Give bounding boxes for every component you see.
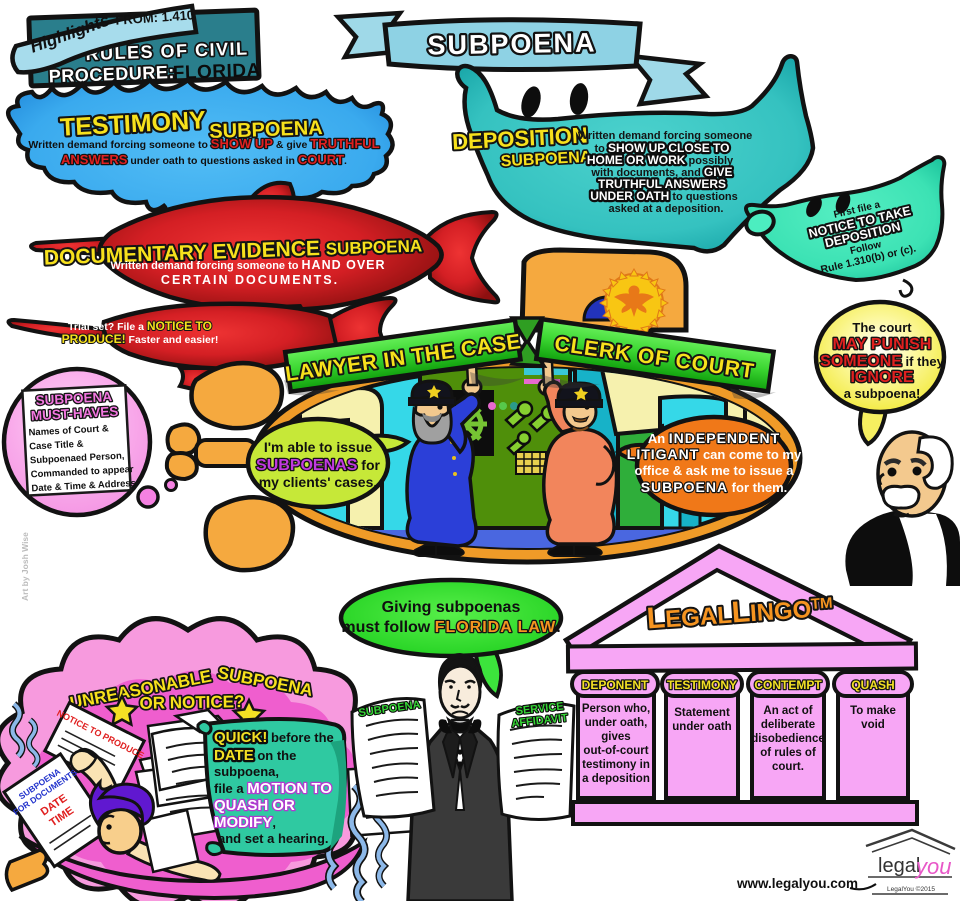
- svg-text:www.legalyou.com: www.legalyou.com: [736, 876, 858, 891]
- svg-text:HOME OR WORK possibly: HOME OR WORK possibly: [587, 153, 734, 167]
- svg-text:Written demand forcing someone: Written demand forcing someone: [578, 130, 753, 142]
- svg-text:OR NOTICE?: OR NOTICE?: [139, 692, 244, 713]
- svg-text:ANSWERS under oath to question: ANSWERS under oath to questions asked in…: [61, 152, 347, 167]
- svg-text:CERTAIN DOCUMENTS.: CERTAIN DOCUMENTS.: [161, 273, 339, 287]
- svg-text:QUASH OR: QUASH OR: [214, 797, 295, 814]
- svg-text:To make: To make: [850, 705, 896, 717]
- svg-text:QUASH: QUASH: [851, 678, 894, 692]
- svg-text:Names of Court &: Names of Court &: [28, 423, 109, 438]
- svg-text:LegalYou ©2015: LegalYou ©2015: [887, 885, 935, 893]
- svg-text:IGNORE: IGNORE: [850, 369, 913, 386]
- svg-text:An INDEPENDENT: An INDEPENDENT: [648, 430, 780, 446]
- svg-text:deliberate: deliberate: [761, 719, 815, 731]
- svg-text:asked at a deposition.: asked at a deposition.: [609, 203, 724, 215]
- svg-text:under oath,: under oath,: [585, 717, 648, 729]
- svg-text:Statement: Statement: [674, 707, 730, 719]
- svg-text:MODIFY,: MODIFY,: [214, 814, 276, 831]
- svg-text:office & ask me to issue a: office & ask me to issue a: [635, 463, 795, 478]
- svg-text:subpoena,: subpoena,: [214, 764, 279, 779]
- svg-text:testimony in: testimony in: [582, 759, 650, 771]
- svg-text:I'm able to issue: I'm able to issue: [264, 439, 373, 455]
- svg-text:Subpoenaed Person,: Subpoenaed Person,: [30, 450, 125, 466]
- svg-text:with documents, and GIVE: with documents, and GIVE: [590, 165, 732, 179]
- svg-text:a deposition: a deposition: [582, 773, 650, 785]
- svg-text:Case Title &: Case Title &: [29, 439, 84, 453]
- svg-text:SUBPOENA: SUBPOENA: [427, 28, 597, 61]
- svg-text:Art by Josh Wise: Art by Josh Wise: [20, 532, 30, 601]
- svg-text:TRUTHFUL ANSWERS: TRUTHFUL ANSWERS: [598, 177, 726, 191]
- svg-text:FROM: 1.410: FROM: 1.410: [115, 7, 195, 27]
- svg-text:An act of: An act of: [763, 705, 812, 717]
- svg-text:you: you: [914, 854, 951, 879]
- svg-text:to SHOW UP CLOSE TO: to SHOW UP CLOSE TO: [594, 141, 729, 155]
- svg-text:SOMEONE if they: SOMEONE if they: [820, 353, 944, 370]
- svg-text:The court: The court: [852, 320, 912, 335]
- svg-text:under oath: under oath: [672, 721, 731, 733]
- svg-text:QUICK! before the: QUICK! before the: [214, 729, 334, 746]
- svg-text:file a MOTION TO: file a MOTION TO: [214, 780, 332, 797]
- svg-text:gives: gives: [601, 731, 630, 743]
- svg-text:PRODUCE! Faster and easier!: PRODUCE! Faster and easier!: [62, 332, 219, 346]
- svg-text:Written demand forcing someone: Written demand forcing someone to HAND O…: [110, 258, 385, 272]
- svg-text:of rules of: of rules of: [760, 747, 816, 759]
- svg-text:a subpoena!: a subpoena!: [844, 386, 921, 401]
- svg-text:SUBPOENA: SUBPOENA: [35, 389, 112, 408]
- svg-text:void: void: [861, 719, 885, 731]
- svg-text:TESTIMONY: TESTIMONY: [667, 678, 737, 692]
- svg-text:CONTEMPT: CONTEMPT: [754, 678, 822, 692]
- svg-text:Written demand forcing someone: Written demand forcing someone to SHOW U…: [28, 136, 379, 151]
- svg-text:my clients' cases.: my clients' cases.: [259, 474, 378, 490]
- svg-text:LITIGANT can come to my: LITIGANT can come to my: [627, 446, 802, 462]
- svg-text:disobedience: disobedience: [751, 733, 825, 745]
- svg-text:Commanded to appear: Commanded to appear: [30, 464, 134, 480]
- svg-text:UNDER OATH to questions: UNDER OATH to questions: [590, 189, 738, 203]
- svg-text:and set a hearing.: and set a hearing.: [218, 831, 329, 846]
- svg-text:court.: court.: [772, 761, 804, 773]
- svg-text:DEPONENT: DEPONENT: [582, 678, 649, 692]
- svg-text:must follow FLORIDA LAW.: must follow FLORIDA LAW.: [341, 619, 560, 636]
- svg-text:legal: legal: [878, 855, 920, 877]
- svg-text:Giving subpoenas: Giving subpoenas: [382, 599, 521, 616]
- svg-text:SUBPOENA for them.: SUBPOENA for them.: [641, 479, 788, 495]
- svg-text:Trial set? File a NOTICE TO: Trial set? File a NOTICE TO: [68, 319, 212, 333]
- svg-text:Person who,: Person who,: [582, 703, 650, 715]
- svg-text:DATE on the: DATE on the: [214, 747, 296, 764]
- svg-text:MUST-HAVES: MUST-HAVES: [31, 404, 119, 424]
- svg-text:SUBPOENAS for: SUBPOENAS for: [256, 457, 380, 474]
- svg-text:MAY PUNISH: MAY PUNISH: [833, 336, 932, 353]
- svg-text:out-of-court: out-of-court: [583, 745, 648, 757]
